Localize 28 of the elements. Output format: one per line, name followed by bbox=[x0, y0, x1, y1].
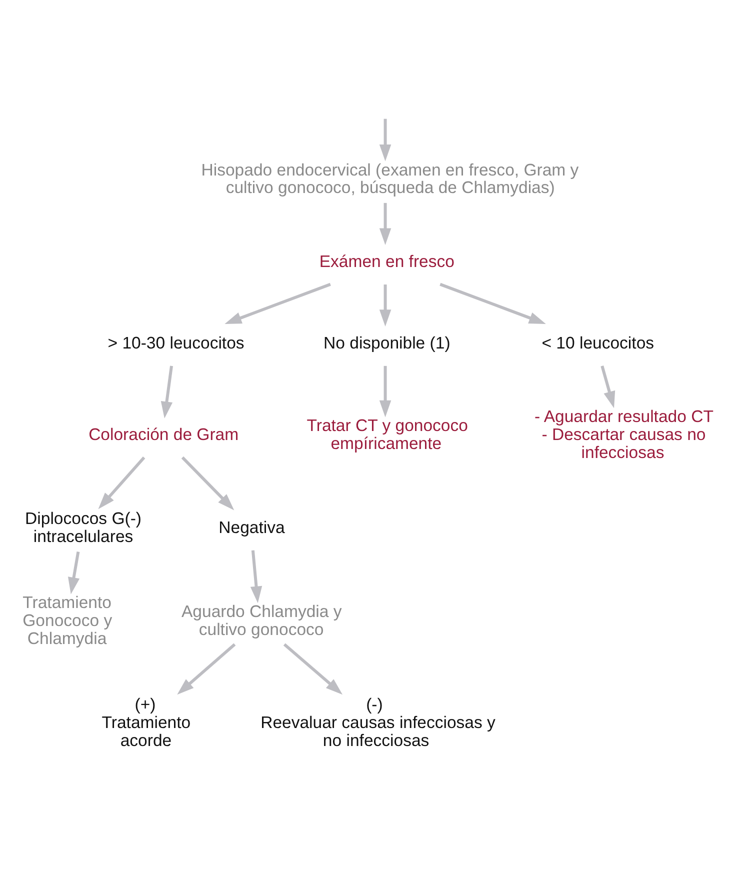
node-text: Tratamiento Gonococo y Chlamydia bbox=[22, 592, 112, 648]
arrow bbox=[98, 456, 146, 509]
arrow bbox=[379, 284, 392, 326]
arrow bbox=[379, 202, 392, 245]
arrow bbox=[250, 550, 262, 603]
node-text: Exámen en fresco bbox=[319, 251, 454, 270]
node-text: - Aguardar resultado CT - Descartar causas no infecciosas bbox=[534, 406, 714, 462]
node-text: Tratar CT y gonococo empíricamente bbox=[306, 416, 468, 453]
arrow bbox=[379, 118, 392, 161]
arrow bbox=[181, 456, 234, 510]
node-text: No disponible (1) bbox=[324, 332, 450, 352]
node-text: Hisopado endocervical (examen en fresco, Gram y cultivo gonococo, búsqueda de Chlamydias) bbox=[201, 160, 579, 197]
node-text: Negativa bbox=[218, 518, 285, 537]
node-text: < 10 leucocitos bbox=[542, 332, 654, 352]
node-text: Coloración de Gram bbox=[88, 424, 239, 444]
node-text: Aguardo Chlamydia y cultivo gonococo bbox=[181, 601, 342, 638]
arrow bbox=[600, 365, 616, 408]
arrow bbox=[177, 642, 236, 694]
node-text: > 10-30 leucocitos bbox=[108, 332, 244, 352]
node-text: (+) Tratamiento acorde bbox=[102, 694, 191, 750]
arrow bbox=[283, 642, 343, 694]
arrow bbox=[379, 365, 392, 417]
arrow bbox=[68, 551, 80, 594]
node-text: (-) Reevaluar causas infecciosas y no infecciosas bbox=[260, 694, 496, 750]
node-text: Diplococos G(-) intracelulares bbox=[25, 508, 142, 546]
arrow bbox=[160, 365, 173, 418]
arrow bbox=[224, 282, 331, 324]
arrow bbox=[440, 282, 546, 324]
